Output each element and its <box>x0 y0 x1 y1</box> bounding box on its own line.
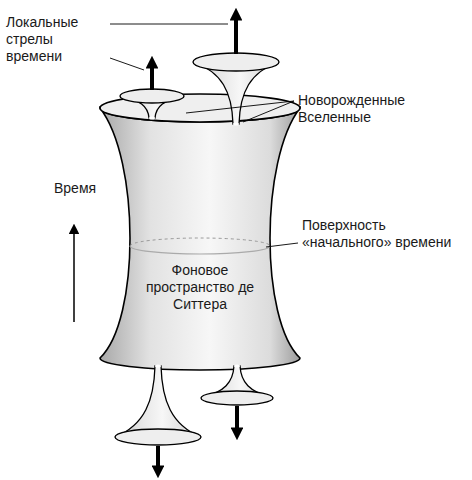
funnel-body <box>201 366 273 398</box>
funnel-neck <box>234 365 240 368</box>
leader-line <box>110 58 144 70</box>
newborn-universe-funnel <box>193 53 279 126</box>
annotation-label: Новорожденные Вселенные <box>298 92 428 126</box>
funnel-body <box>115 366 201 437</box>
surface-front <box>130 246 270 254</box>
baby-universe-funnel <box>201 365 273 406</box>
funnel-rim <box>120 89 184 103</box>
annotation-label: Локальные стрелы времени <box>6 14 106 64</box>
funnel-body <box>120 96 184 118</box>
surface-back <box>130 238 270 246</box>
de-sitter-outline <box>98 90 302 380</box>
node-text-box: Фоновое пространство де Ситтера <box>134 262 266 312</box>
funnel-neck <box>149 117 155 120</box>
newborn-universe-funnel <box>120 89 184 120</box>
time-arrow <box>156 446 160 468</box>
annotation-label: Время <box>54 180 96 197</box>
funnel-neck <box>233 123 239 126</box>
funnel-rim <box>193 53 279 71</box>
time-arrow <box>234 18 238 54</box>
body-shape <box>100 108 300 370</box>
baby-universe-funnel <box>115 365 201 446</box>
time-arrow <box>150 66 154 90</box>
funnel-rim <box>201 391 273 405</box>
time-arrow <box>235 406 239 430</box>
leader-line <box>243 101 294 122</box>
annotation-label: Поверхность «начального» времени <box>302 217 468 251</box>
region-label: Фоновое пространство де Ситтера <box>134 262 266 312</box>
leader-line <box>266 243 298 247</box>
funnel-body <box>193 62 279 124</box>
de-sitter-space: Фоновое пространство де Ситтера <box>98 90 302 380</box>
funnel-neck <box>155 365 161 368</box>
funnel-rim <box>115 429 201 445</box>
leader-line <box>186 101 294 113</box>
time-axis-arrow <box>73 232 75 322</box>
top-rim <box>100 94 300 122</box>
leader-line <box>110 24 228 25</box>
